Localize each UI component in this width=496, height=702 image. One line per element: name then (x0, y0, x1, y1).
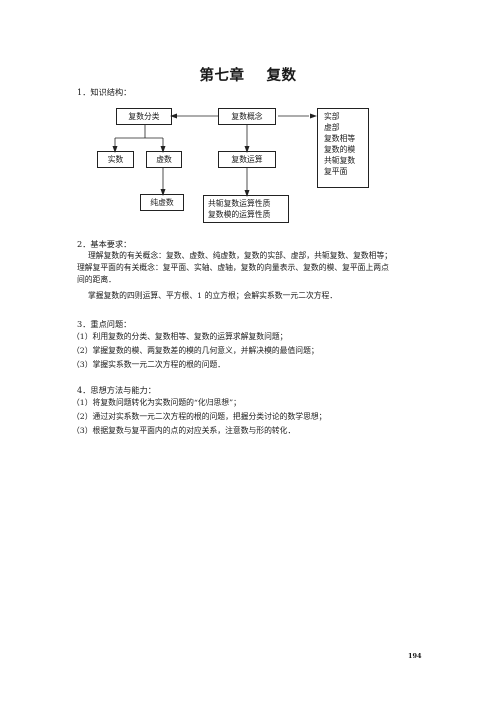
concept-list-item: 虚部 (324, 123, 340, 132)
arrow-down-icon (160, 189, 166, 196)
operation-box: 复数运算 (218, 151, 276, 168)
concept-label: 复数概念 (231, 112, 263, 121)
page-number: 194 (408, 652, 422, 660)
chapter-title: 第七章 复数 (0, 64, 496, 85)
method-item: （2）通过对实系数一元二次方程的根的问题，把握分类讨论的数学思想； (72, 412, 327, 421)
real-box: 实数 (97, 151, 134, 168)
method-item: （1）将复数问题转化为实数问题的“化归思想”； (72, 398, 241, 407)
operation-prop-item: 共轭复数运算性质 (208, 199, 271, 208)
requirement-line: 间的距离． (77, 275, 116, 284)
arrow-down-icon (112, 146, 118, 153)
arrow-down-icon (244, 146, 250, 153)
concept-list-item: 复数的模 (324, 145, 356, 154)
concept-list-item: 实部 (324, 112, 340, 121)
pure-imaginary-label: 纯虚数 (150, 198, 174, 207)
operation-prop-item: 复数模的运算性质 (208, 210, 271, 219)
arrow-down-icon (160, 146, 166, 153)
imaginary-label: 虚数 (156, 155, 172, 164)
real-label: 实数 (107, 155, 124, 164)
method-item: （3）根据复数与复平面内的点的对应关系，注意数与形的转化． (72, 426, 296, 435)
concept-list-item: 复平面 (324, 167, 348, 176)
concept-list-item: 共轭复数 (324, 156, 356, 165)
section-1-heading: 1．知识结构： (77, 87, 132, 97)
arrow-left-icon (170, 113, 177, 119)
concept-box: 复数概念 (218, 108, 276, 125)
arrow-right-icon (310, 113, 317, 119)
arrow-down-icon (244, 190, 250, 197)
imaginary-box: 虚数 (146, 151, 182, 168)
chapter-label: 第七章 (199, 67, 245, 84)
requirement-line: 理解复数的有关概念：复数、虚数、纯虚数，复数的实部、虚部，共轭复数、复数相等； (88, 251, 393, 260)
operation-label: 复数运算 (231, 155, 263, 164)
section-3-heading: 3．重点问题： (77, 319, 132, 329)
classification-label: 复数分类 (128, 112, 160, 121)
chapter-topic: 复数 (266, 67, 297, 84)
requirement-line: 掌握复数的四则运算、平方根、1 的立方根；会解实系数一元二次方程． (88, 291, 338, 300)
concept-list-item: 复数相等 (324, 134, 356, 143)
requirement-line: 理解复平面的有关概念：复平面、实轴、虚轴，复数的向量表示、复数的模、复平面上两点 (77, 263, 389, 272)
key-point-item: （2）掌握复数的模、两复数差的模的几何意义，并解决模的最值问题； (72, 346, 319, 355)
section-2-heading: 2．基本要求： (77, 239, 132, 249)
key-point-item: （1）利用复数的分类、复数相等、复数的运算求解复数问题； (72, 332, 288, 341)
pure-imaginary-box: 纯虚数 (140, 194, 184, 211)
key-point-item: （3）掌握实系数一元二次方程的根的问题． (72, 360, 226, 369)
section-4-heading: 4．思想方法与能力： (77, 385, 156, 395)
concept-list-box: 实部 虚部 复数相等 复数的模 共轭复数 复平面 (317, 108, 369, 188)
operation-props-box: 共轭复数运算性质 复数模的运算性质 (203, 195, 289, 223)
classification-box: 复数分类 (116, 108, 172, 125)
